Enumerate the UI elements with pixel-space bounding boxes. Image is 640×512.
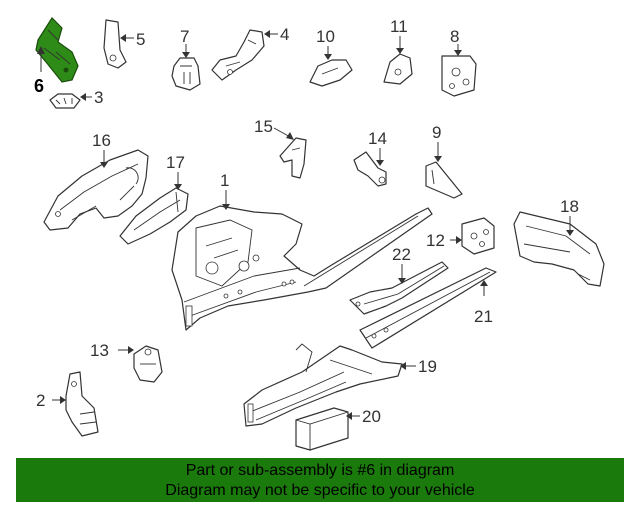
label-8: 8 <box>450 27 459 46</box>
part-6-bracket[interactable] <box>35 17 79 83</box>
part-8-plate[interactable] <box>441 55 477 97</box>
label-3: 3 <box>94 88 103 107</box>
label-11: 11 <box>390 17 408 36</box>
label-17: 17 <box>166 153 185 172</box>
part-20-block[interactable] <box>295 407 349 451</box>
part-3-clip[interactable] <box>49 93 81 109</box>
part-22-rail[interactable] <box>349 261 449 315</box>
label-1: 1 <box>220 171 229 190</box>
info-banner: Part or sub-assembly is #6 in diagram Di… <box>16 458 624 502</box>
banner-line-1: Part or sub-assembly is #6 in diagram <box>185 462 455 479</box>
label-4: 4 <box>280 25 289 44</box>
label-22: 22 <box>392 245 411 264</box>
part-14-mount[interactable] <box>353 151 387 187</box>
part-9-gusset[interactable] <box>425 161 463 199</box>
part-5-plate[interactable] <box>103 19 127 69</box>
label-13: 13 <box>90 341 109 360</box>
label-18: 18 <box>560 197 579 216</box>
banner-line-2: Diagram may not be specific to your vehi… <box>165 482 475 499</box>
label-19: 19 <box>418 357 437 376</box>
label-21: 21 <box>474 307 493 326</box>
label-7: 7 <box>180 27 189 46</box>
part-13-mount[interactable] <box>133 345 163 383</box>
part-17-panel[interactable] <box>119 187 189 245</box>
label-5: 5 <box>136 30 145 49</box>
part-4-bracket[interactable] <box>211 29 265 81</box>
part-2-bracket[interactable] <box>65 371 99 437</box>
part-19-rear-rail[interactable] <box>243 343 403 427</box>
part-11-bracket[interactable] <box>383 53 413 85</box>
part-15-bracket[interactable] <box>279 137 307 179</box>
label-2: 2 <box>36 391 45 410</box>
label-12: 12 <box>426 231 445 250</box>
part-1-frame-rail[interactable] <box>171 205 433 331</box>
part-18-panel[interactable] <box>513 211 605 287</box>
part-21-sill[interactable] <box>359 267 497 349</box>
label-20: 20 <box>362 407 381 426</box>
part-10-bracket[interactable] <box>309 59 353 87</box>
part-7-mount[interactable] <box>171 57 201 91</box>
label-15: 15 <box>254 117 273 136</box>
label-14: 14 <box>368 129 387 148</box>
label-16: 16 <box>92 131 111 150</box>
part-12-plate[interactable] <box>461 217 495 255</box>
label-10: 10 <box>316 27 335 46</box>
part-16-apron[interactable] <box>43 149 149 231</box>
label-6: 6 <box>34 76 44 96</box>
label-9: 9 <box>432 123 441 142</box>
